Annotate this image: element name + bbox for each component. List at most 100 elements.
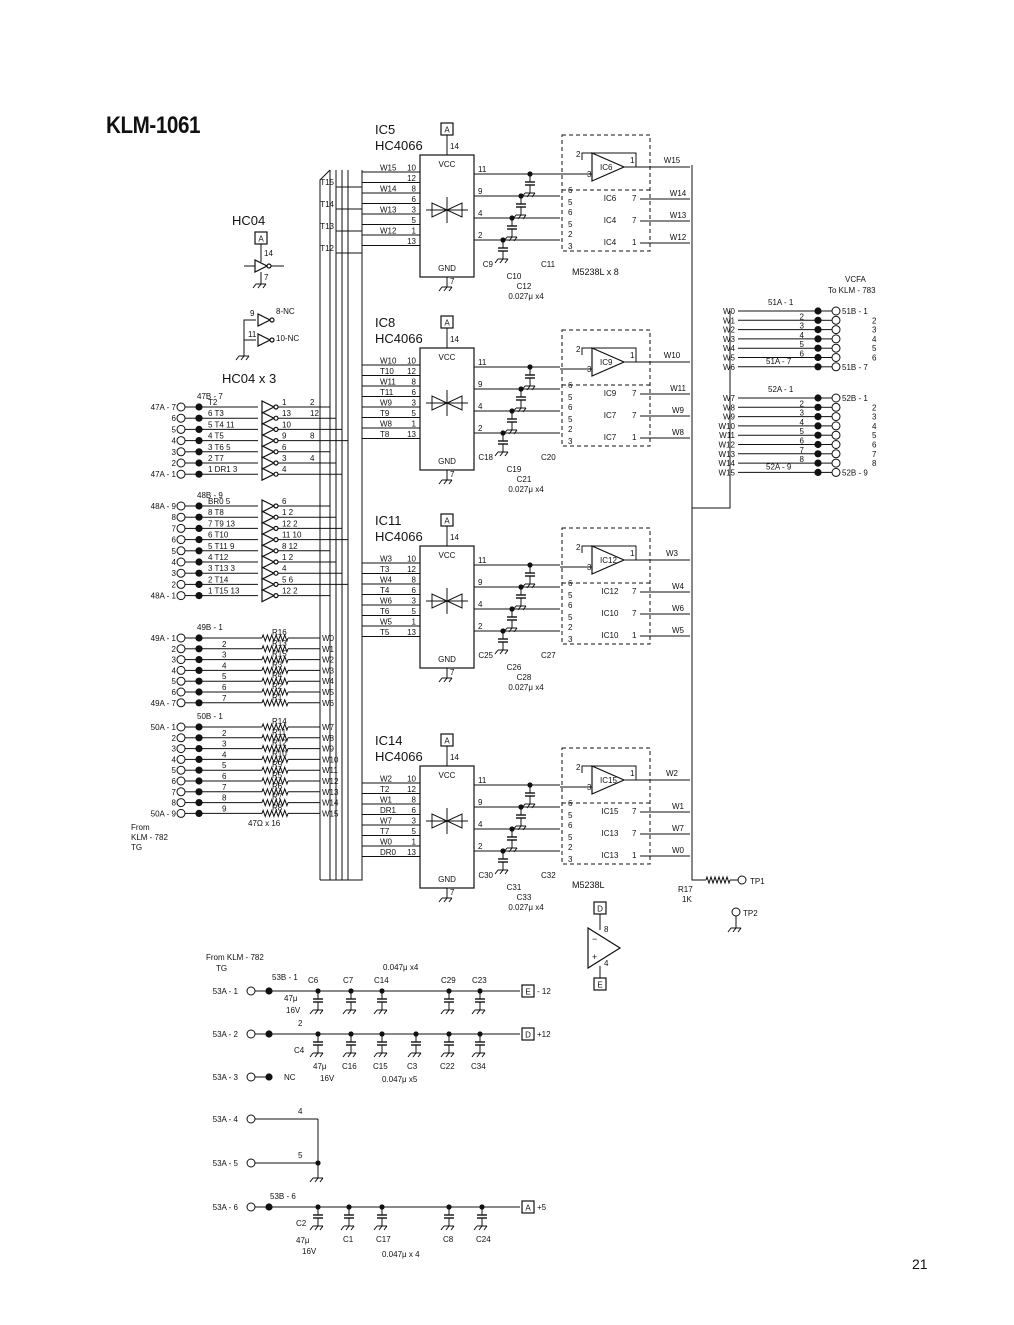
connector-terminal [176, 722, 186, 732]
capacitor [507, 829, 517, 848]
ground-hatch [521, 385, 526, 391]
pin-number: 8 [604, 925, 609, 934]
cap-label: C21 [517, 475, 532, 484]
connector-pin [814, 316, 822, 324]
ground-hatch [508, 429, 513, 435]
ground-hatch [503, 627, 508, 633]
connector-pin-label: 4 [172, 558, 177, 567]
ground-hatch [517, 825, 522, 831]
connector-terminal [176, 798, 186, 808]
pin-number: 6 [800, 350, 805, 359]
net-label: W3 [380, 555, 393, 564]
net-label: W2 [322, 656, 335, 665]
pin-number: 9 [478, 578, 483, 587]
connector-pin [195, 777, 203, 785]
pin-number: 8 [412, 576, 417, 585]
connector-pin-label: 7 [872, 450, 877, 459]
pin-number: 2 [800, 312, 805, 321]
net-label: W4 [380, 576, 393, 585]
net-label: BR0 5 [208, 497, 231, 506]
connector-label: 52A - 9 [766, 462, 792, 471]
pin-number: 4 [478, 820, 483, 829]
inverter-bubble [273, 438, 279, 444]
net-label: T2 [208, 398, 218, 407]
pin-number: 1 [412, 838, 417, 847]
connector-pin [814, 413, 822, 421]
capacitor [346, 991, 356, 1010]
ground-symbol [512, 407, 527, 413]
connector-terminal [831, 393, 841, 403]
opamp-ref: IC7 [604, 433, 617, 442]
connector-terminal [176, 633, 186, 643]
pin-number: 4 [478, 209, 483, 218]
capacitor [498, 851, 508, 870]
cap-label: C12 [517, 282, 532, 291]
pin-number: 8 [310, 432, 315, 441]
resistor [261, 765, 289, 775]
resistor [261, 676, 289, 686]
connector-pin-label: 7 [172, 524, 177, 533]
capacitor [516, 389, 526, 408]
capacitor [516, 587, 526, 606]
ground-symbol [309, 1052, 324, 1058]
cap-label: C11 [541, 260, 556, 269]
pin-number: 12 2 [282, 519, 298, 528]
pin-number: 1 [630, 156, 635, 165]
ground-symbol [494, 869, 509, 875]
connector-pin-label: 3 [172, 569, 177, 578]
connector-pin [195, 677, 203, 685]
connector-label: 50B - 1 [197, 712, 223, 721]
ground-symbol [309, 1009, 324, 1015]
resistor [261, 644, 289, 654]
ground-symbol [438, 897, 453, 903]
pin-number: 11 [478, 358, 487, 367]
testpoint-label: TP1 [750, 877, 765, 886]
resistor-ref: R8 [272, 803, 283, 812]
nc-label: NC [284, 1073, 296, 1082]
pin-number: 7 [632, 389, 637, 398]
pin-number: 3 [412, 206, 417, 215]
gnd-label: GND [438, 457, 456, 466]
pin-number: 1 2 [282, 553, 294, 562]
ground-hatch [517, 214, 522, 220]
connector-pin-label: 5 [872, 431, 877, 440]
nc-label: 10-NC [276, 334, 299, 343]
capacitor [525, 785, 535, 804]
connector-label: 2 [298, 1019, 303, 1028]
ground-hatch [373, 1225, 378, 1231]
inverter-bubble [273, 525, 279, 532]
connector-terminal [176, 687, 186, 697]
pin-number: 6 [568, 601, 573, 610]
net-label: W13 [719, 450, 736, 459]
pin-number: 8 [412, 796, 417, 805]
ground-hatch [450, 1225, 455, 1231]
capacitor [444, 991, 454, 1010]
connector-terminal [176, 501, 186, 511]
pin-number: 1 [630, 769, 635, 778]
connector-pin [814, 335, 822, 343]
connector-pin [195, 645, 203, 653]
net-label: W3 [666, 549, 679, 558]
cap-value: 47μ [284, 994, 298, 1003]
ground-hatch [448, 897, 453, 903]
pin-label: 7 [450, 668, 455, 677]
pin-number: 7 [632, 807, 637, 816]
pin-number: 2 [478, 231, 483, 240]
inverter-bubble [269, 317, 275, 323]
testpoint [731, 907, 741, 917]
connector-pin-label: 2 [172, 734, 177, 743]
resistor-ref: R14 [272, 717, 287, 726]
capacitor [525, 174, 535, 193]
net-label: W11 [380, 378, 396, 387]
cap-value: 0.047μ x 4 [382, 1250, 420, 1259]
pin-number: 1 [412, 227, 417, 236]
cap-label: C34 [471, 1062, 486, 1071]
ground-hatch [471, 1052, 476, 1058]
connector-pin-label: 52B - 1 [842, 394, 868, 403]
net-label: W7 [322, 723, 335, 732]
pin-number: 7 [800, 446, 805, 455]
connector-pin-label: 8 [872, 459, 877, 468]
ground-hatch [314, 1009, 319, 1015]
capacitor [444, 1207, 454, 1226]
connector-pin-label: 8 [172, 799, 177, 808]
